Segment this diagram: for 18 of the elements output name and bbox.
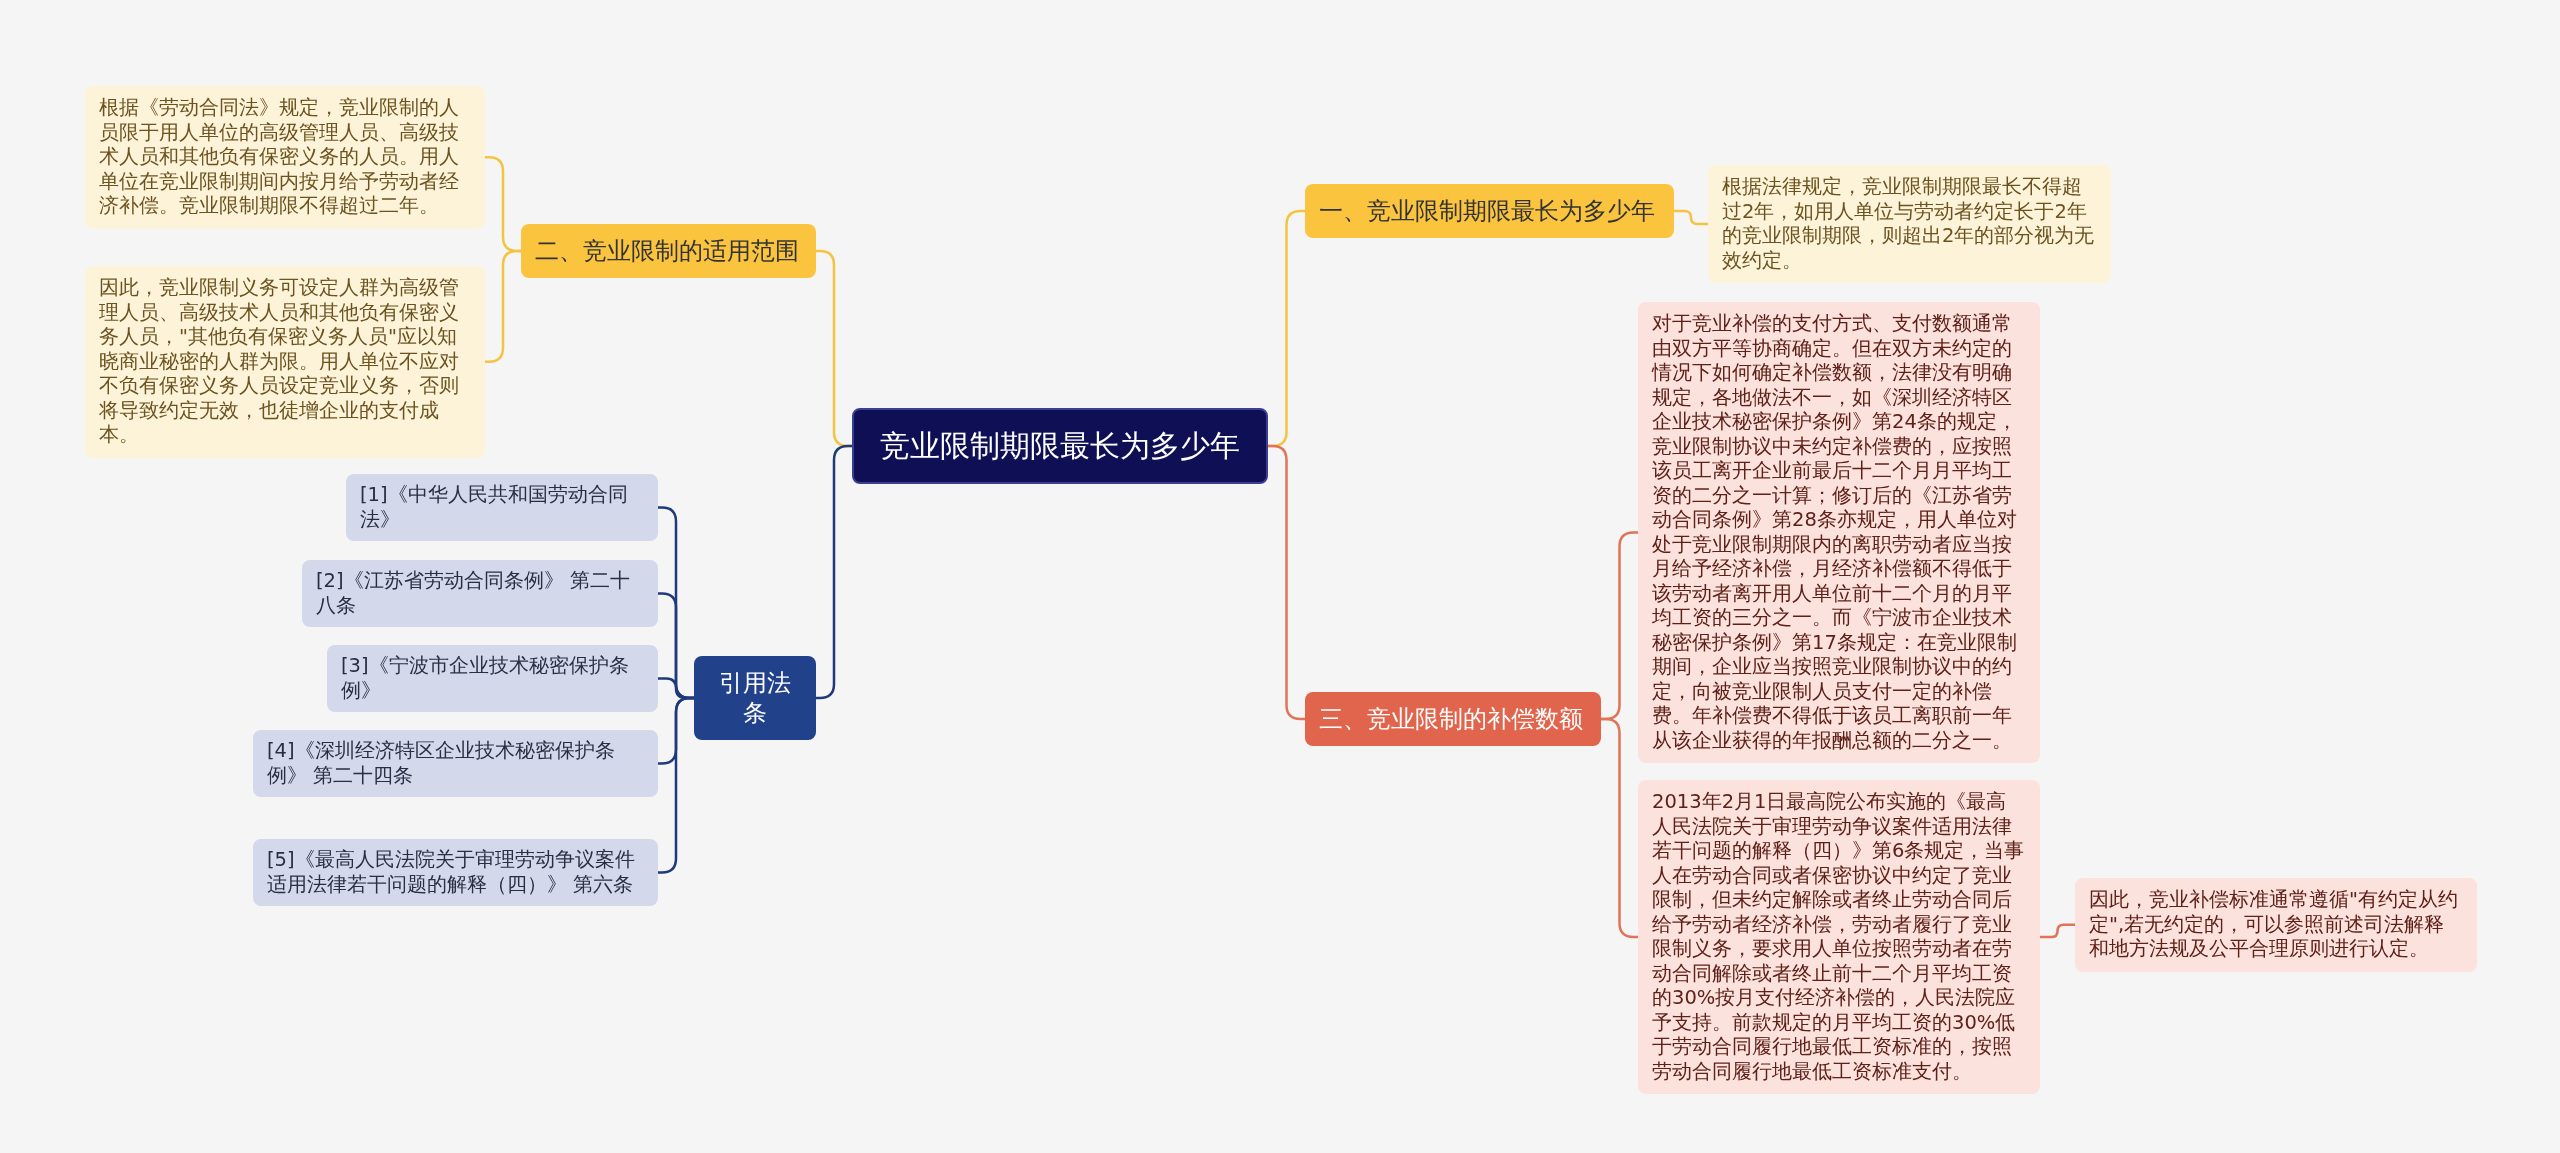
reference-box: [2]《江苏省劳动合同条例》 第二十八条 — [302, 560, 658, 627]
note-box: 对于竞业补偿的支付方式、支付数额通常由双方平等协商确定。但在双方未约定的情况下如何确定补偿数额，法律没有明确规定，各地做法不一，如《深圳经济特区企业技术秘密保护条例》第24条的规定，竞业限制协议中未约定补偿费的，应按照该员工离开企业前最后十二个月月平均工资的二分之一计算；修订后的《江苏省劳动合同条例》第28条亦规定，用人单位对处于竞业限制期限内的离职劳动者应当按月给予经济补偿，月经济补偿额不得低于该劳动者离开用人单位前十二个月的月平均工资的三分之一。而《宁波市企业技术秘密保护条例》第17条规定：在竞业限制期间，企业应当按照竞业限制协议中的约定，向被竞业限制人员支付一定的补偿费。年补偿费不得低于该员工离职前一年从该企业获得的年报酬总额的二分之一。 — [1638, 302, 2040, 763]
reference-box: [5]《最高人民法院关于审理劳动争议案件适用法律若干问题的解释（四）》 第六条 — [253, 839, 658, 906]
note-box: 根据《劳动合同法》规定，竞业限制的人员限于用人单位的高级管理人员、高级技术人员和其他负有保密义务的人员。用人单位在竞业限制期间内按月给予劳动者经济补偿。竞业限制期限不得超过二年。 — [85, 86, 485, 229]
note-box: 2013年2月1日最高院公布实施的《最高人民法院关于审理劳动争议案件适用法律若干问题的解释（四）》第6条规定，当事人在劳动合同或者保密协议中约定了竞业限制，但未约定解除或者终止劳动合同后给予劳动者经济补偿，劳动者履行了竞业限制义务，要求用人单位按照劳动者在劳动合同解除或者终止前十二个月平均工资的30%按月支付经济补偿的，人民法院应予支持。前款规定的月平均工资的30%低于劳动合同履行地最低工资标准的，按照劳动合同履行地最低工资标准支付。 — [1638, 780, 2040, 1094]
note-box: 根据法律规定，竞业限制期限最长不得超过2年，如用人单位与劳动者约定长于2年的竞业限制期限，则超出2年的部分视为无效约定。 — [1708, 165, 2111, 283]
note-box: 因此，竞业补偿标准通常遵循"有约定从约定",若无约定的，可以参照前述司法解释和地方法规及公平合理原则进行认定。 — [2075, 878, 2477, 972]
topic-box: 一、竞业限制期限最长为多少年 — [1305, 184, 1674, 238]
topic-box: 三、竞业限制的补偿数额 — [1305, 692, 1601, 746]
reference-box: [4]《深圳经济特区企业技术秘密保护条例》 第二十四条 — [253, 730, 658, 797]
connector-line — [1674, 209, 1708, 226]
reference-box: [1]《中华人民共和国劳动合同法》 — [346, 474, 658, 541]
topic-box: 引用法条 — [694, 656, 816, 740]
topic-box: 二、竞业限制的适用范围 — [521, 224, 816, 278]
topic-box: 竞业限制期限最长为多少年 — [852, 408, 1268, 484]
reference-box: [3]《宁波市企业技术秘密保护条例》 — [327, 645, 658, 712]
connector-line — [2040, 923, 2075, 939]
note-box: 因此，竞业限制义务可设定人群为高级管理人员、高级技术人员和其他负有保密义务人员，"其他负有保密义务人员"应以知晓商业秘密的人群为限。用人单位不应对不负有保密义务人员设定竞业义务，否则将导致约定无效，也徒增企业的支付成本。 — [85, 266, 485, 458]
